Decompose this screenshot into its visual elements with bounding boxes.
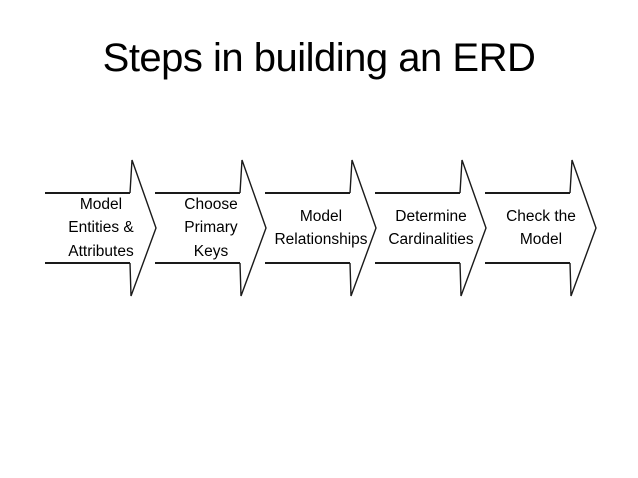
arrow-head (569, 159, 597, 297)
arrow-head (129, 159, 157, 297)
arrow-band-lines (265, 192, 350, 264)
step-label-line: Entities & (68, 219, 134, 237)
step-label-line: Keys (193, 242, 229, 260)
step-label-line: Attributes (68, 242, 134, 260)
process-step-shape (375, 159, 487, 297)
arrow-band-lines (45, 192, 130, 264)
step-label-line: Choose (184, 195, 238, 213)
arrow-band-lines (485, 192, 570, 264)
step-label-line: Model (79, 195, 123, 213)
arrow-band-lines (155, 192, 240, 264)
slide-title: Steps in building an ERD (102, 36, 536, 80)
arrow-band-lines (375, 192, 460, 264)
process-step-shape (265, 159, 377, 297)
arrow-head (459, 159, 487, 297)
arrow-head (239, 159, 267, 297)
step-label-line: Model (299, 207, 343, 225)
step-label-line: Model (519, 231, 563, 248)
process-step-shape (485, 159, 597, 297)
step-label-line: Relationships (274, 231, 368, 248)
step-label-line: Cardinalities (388, 231, 474, 248)
step-label-line: Check the (506, 207, 576, 225)
arrow-head (349, 159, 377, 297)
step-label-line: Primary (184, 219, 238, 237)
process-step-shape (45, 159, 157, 297)
process-step-shape (155, 159, 267, 297)
step-label-line: Determine (395, 207, 467, 225)
